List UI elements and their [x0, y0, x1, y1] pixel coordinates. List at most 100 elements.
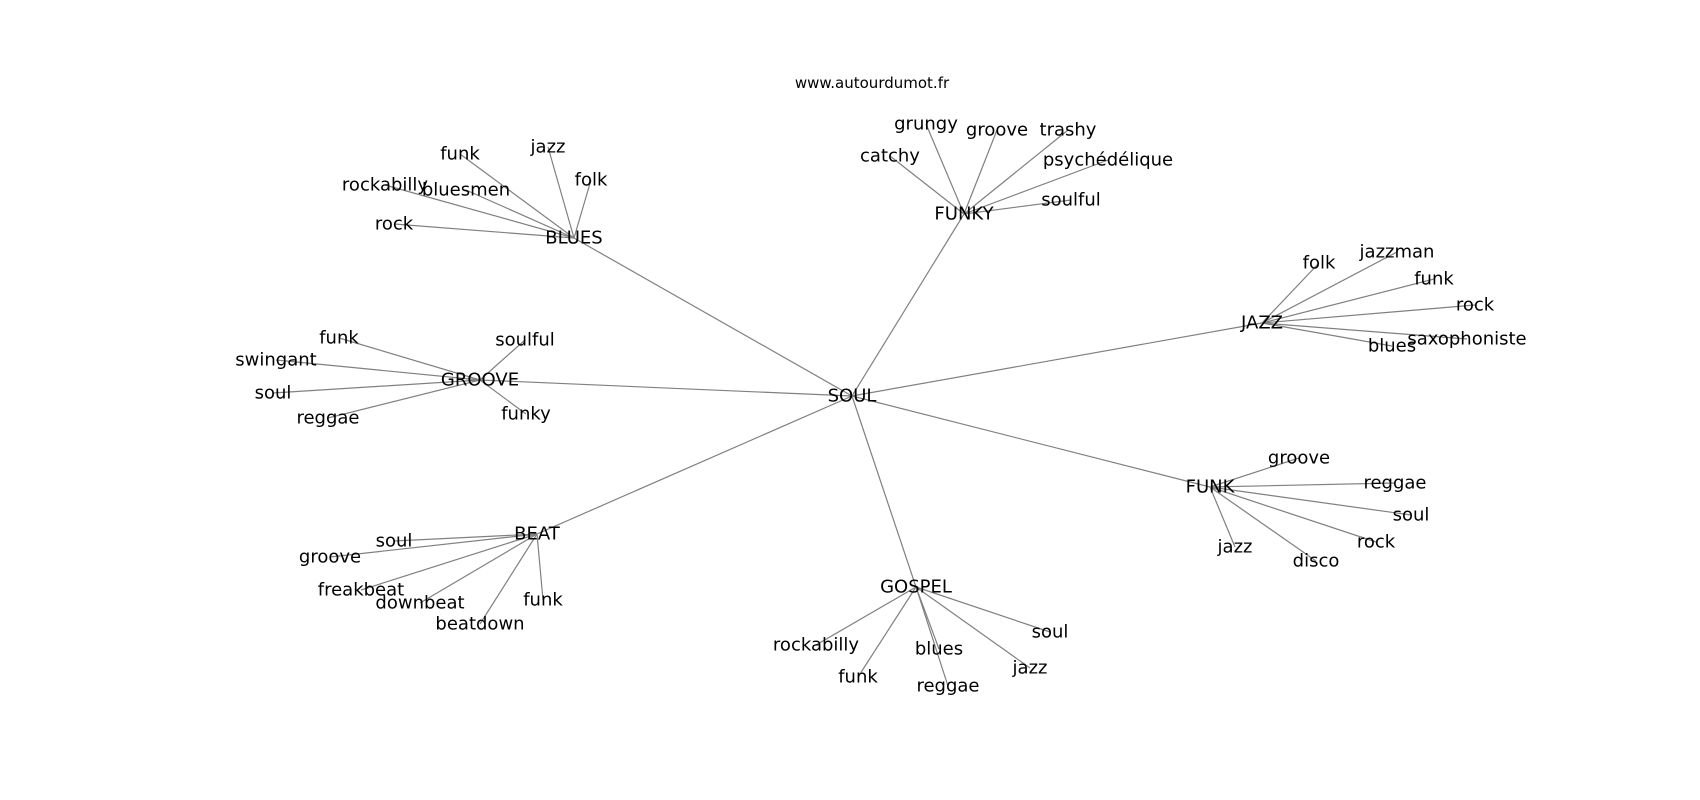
edge-blues-leaf	[393, 223, 575, 239]
edge-funky-leaf	[963, 159, 1109, 215]
edge-root-gospel	[851, 395, 917, 588]
leaf-node-label[interactable]: rockabilly	[773, 635, 859, 656]
leaf-node-label[interactable]: soul	[255, 383, 292, 404]
leaf-node-label[interactable]: jazz	[530, 137, 566, 158]
edge-funky-leaf	[963, 199, 1072, 215]
edge-blues-leaf	[384, 184, 575, 239]
edge-funk-leaf	[1209, 486, 1317, 562]
edge-gospel-leaf	[915, 586, 1031, 669]
source-url[interactable]: www.autourdumot.fr	[795, 74, 950, 92]
leaf-node-label[interactable]: rock	[1456, 295, 1495, 316]
edge-root-blues	[573, 237, 853, 397]
leaf-node-label[interactable]: soulful	[1041, 190, 1101, 211]
edge-root-funky	[851, 213, 965, 397]
leaf-node-label[interactable]: reggae	[1363, 473, 1426, 494]
edge-root-beat	[536, 395, 853, 535]
edge-groove-leaf	[338, 337, 481, 381]
edge-funk-leaf	[1209, 486, 1377, 543]
leaf-node-label[interactable]: folk	[575, 170, 608, 191]
edge-root-groove	[479, 379, 853, 397]
leaf-node-label[interactable]: jazz	[1217, 537, 1253, 558]
edge-funky-leaf	[889, 155, 965, 215]
hub-node-label-funk[interactable]: FUNK	[1186, 477, 1236, 498]
edge-root-funk	[851, 395, 1211, 488]
leaf-node-label[interactable]: rock	[375, 214, 414, 235]
leaf-node-label[interactable]: folk	[1303, 253, 1336, 274]
leaf-node-label[interactable]: downbeat	[375, 593, 464, 614]
edge-jazz-leaf	[1261, 278, 1435, 324]
leaf-node-label[interactable]: funk	[440, 144, 480, 165]
edge-groove-leaf	[479, 339, 526, 381]
leaf-node-label[interactable]: reggae	[916, 676, 979, 697]
leaf-node-label[interactable]: rock	[1357, 532, 1396, 553]
edge-gospel-leaf	[815, 586, 917, 646]
edge-funky-leaf	[925, 123, 965, 215]
hub-node-label-groove[interactable]: GROOVE	[441, 370, 519, 391]
edge-funk-leaf	[1209, 486, 1236, 548]
edge-beat-leaf	[536, 533, 544, 601]
leaf-node-label[interactable]: soulful	[495, 330, 555, 351]
leaf-node-label[interactable]: trashy	[1040, 120, 1097, 141]
hub-node-label-beat[interactable]: BEAT	[514, 524, 561, 545]
leaf-node-label[interactable]: saxophoniste	[1407, 329, 1526, 350]
hub-node-label-jazz[interactable]: JAZZ	[1240, 313, 1283, 334]
edge-jazz-leaf	[1261, 322, 1393, 347]
edge-blues-leaf	[547, 146, 575, 239]
leaf-node-label[interactable]: rockabilly	[342, 175, 428, 196]
edge-jazz-leaf	[1261, 251, 1398, 324]
hub-node-label-blues[interactable]: BLUES	[545, 228, 602, 249]
edge-funky-leaf	[963, 129, 998, 215]
edge-groove-leaf	[327, 379, 481, 419]
leaf-node-label[interactable]: soul	[1032, 622, 1069, 643]
leaf-node-label[interactable]: swingant	[235, 350, 316, 371]
edge-beat-leaf	[419, 533, 538, 604]
leaf-node-label[interactable]: soul	[1393, 505, 1430, 526]
edge-groove-leaf	[275, 359, 481, 381]
root-node-label[interactable]: SOUL	[828, 386, 877, 407]
leaf-node-label[interactable]: groove	[966, 120, 1028, 141]
leaf-node-label[interactable]: blues	[1368, 336, 1416, 357]
edge-groove-leaf	[272, 379, 481, 394]
leaf-node-label[interactable]: funk	[1414, 269, 1454, 290]
leaf-node-label[interactable]: funky	[501, 404, 551, 425]
edge-blues-leaf	[465, 189, 575, 239]
leaf-node-label[interactable]: jazz	[1012, 658, 1048, 679]
leaf-node-label[interactable]: bluesmen	[422, 180, 510, 201]
leaf-node-label[interactable]: funk	[838, 667, 878, 688]
leaf-node-label[interactable]: funk	[319, 328, 359, 349]
edge-funk-leaf	[1209, 482, 1396, 488]
leaf-node-label[interactable]: funk	[523, 590, 563, 611]
edge-funky-leaf	[963, 129, 1069, 215]
leaf-node-label[interactable]: psychédélique	[1043, 150, 1173, 171]
edge-funk-leaf	[1209, 457, 1300, 488]
edge-blues-leaf	[459, 153, 575, 239]
leaf-node-label[interactable]: beatdown	[435, 614, 524, 635]
labels-layer: www.autourdumot.fr SOUL BLUES funk jazz folk…	[235, 74, 1526, 697]
edges-layer	[272, 123, 1476, 687]
leaf-node-label[interactable]: groove	[299, 547, 361, 568]
edge-beat-leaf	[360, 533, 538, 591]
edge-jazz-leaf	[1261, 304, 1476, 324]
leaf-node-label[interactable]: reggae	[296, 408, 359, 429]
leaf-node-label[interactable]: soul	[376, 531, 413, 552]
leaf-node-label[interactable]: grungy	[894, 114, 958, 135]
edge-gospel-leaf	[857, 586, 917, 678]
hub-node-label-gospel[interactable]: GOSPEL	[880, 577, 952, 598]
edge-funk-leaf	[1209, 486, 1412, 516]
leaf-node-label[interactable]: blues	[915, 639, 963, 660]
leaf-node-label[interactable]: groove	[1268, 448, 1330, 469]
edge-jazz-leaf	[1261, 262, 1320, 324]
edge-blues-leaf	[573, 179, 592, 239]
leaf-node-label[interactable]: jazzman	[1359, 242, 1435, 263]
leaf-node-label[interactable]: disco	[1293, 551, 1340, 572]
edge-jazz-leaf	[1261, 322, 1468, 340]
edge-beat-leaf	[329, 533, 538, 558]
leaf-node-label[interactable]: freakbeat	[318, 580, 404, 601]
edge-gospel-leaf	[915, 586, 1051, 633]
edge-gospel-leaf	[915, 586, 949, 687]
leaf-node-label[interactable]: catchy	[860, 146, 920, 167]
hub-node-label-funky[interactable]: FUNKY	[934, 204, 994, 225]
edge-groove-leaf	[479, 379, 527, 415]
edge-root-jazz	[851, 322, 1263, 397]
